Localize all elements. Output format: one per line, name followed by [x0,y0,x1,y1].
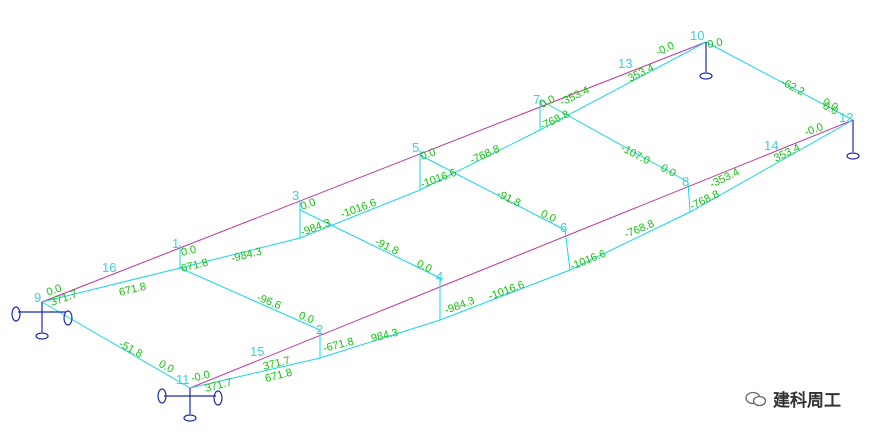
post-8 [687,181,691,213]
node-label-5: 5 [412,140,419,155]
value-label: 0.0 [180,244,198,259]
end-beam-10-12 [705,41,854,121]
value-label: -1016.6 [487,279,526,303]
node-label-13: 13 [618,56,632,71]
value-label: -768.8 [688,188,721,212]
value-label: -0.0 [190,369,211,385]
support-9-icon [11,302,73,340]
node-label-12: 12 [839,110,853,125]
value-label: -768.8 [468,143,501,167]
value-label: 671.8 [118,281,148,299]
node-label-9: 9 [34,290,41,305]
value-label: -1016.6 [419,167,458,191]
value-label: 0.0 [415,258,434,275]
node-label-11: 11 [176,372,190,387]
node-label-10: 10 [690,28,704,43]
node-label-15: 15 [250,344,264,359]
value-label: -51.8 [117,338,145,360]
value-label: -62.2 [779,76,807,98]
wechat-logo-icon [745,391,767,406]
watermark: 建科周工 [745,386,841,411]
frame-lines [41,41,854,389]
watermark-text: 建科周工 [773,391,841,411]
support-12-icon [846,120,860,160]
node-label-16: 16 [102,260,116,275]
node-label-2: 2 [316,322,323,337]
supports [11,42,860,422]
node-label-14: 14 [764,138,778,153]
value-label: 0.0 [157,358,176,376]
cross-3-4 [299,209,441,279]
cross-1-2 [179,267,321,331]
value-label: -984.3 [230,246,263,265]
node-labels: 1 2 3 4 5 6 7 8 9 10 11 12 13 14 15 16 [34,28,853,387]
value-label: -91.8 [373,236,401,258]
value-label: 0.0 [45,282,63,299]
chord-right [189,119,854,389]
top-chords [41,41,854,389]
value-label: 0.0 [539,208,558,225]
value-label: -1016.6 [569,248,608,273]
cross-5-6 [419,154,566,231]
node-label-7: 7 [533,92,540,107]
value-label: -984.3 [443,295,476,317]
value-label: 671.8 [180,257,210,275]
end-beam-9-11 [41,301,191,389]
node-label-6: 6 [560,220,567,235]
value-label: 0.0 [706,36,723,50]
value-label: 984.3 [370,327,400,345]
value-label: 0.0 [297,310,316,327]
value-label: -768.8 [538,108,571,132]
value-labels: 0.0 371.7 671.8 0.0 671.8 -984.3 0.0 -98… [45,36,840,394]
value-label: 0.0 [659,162,678,180]
node-label-8: 8 [682,174,689,189]
cross-7-8 [539,99,689,183]
value-label: -0.0 [654,40,676,59]
value-label: -353.4 [708,166,741,190]
node-label-3: 3 [292,188,299,203]
node-label-1: 1 [172,236,179,251]
value-label: -1016.6 [339,197,378,221]
value-label: -768.8 [623,218,656,241]
value-label: 0.0 [419,146,437,163]
support-10-icon [699,42,713,80]
value-label: -984.3 [299,217,332,239]
support-11-icon [157,388,223,422]
chord-left [41,41,707,303]
value-label: 0.0 [299,196,317,213]
value-label: -96.6 [255,292,283,313]
value-label: -0.0 [803,121,825,139]
value-label: -91.8 [495,188,523,210]
value-label: -107.0 [619,142,652,167]
node-label-4: 4 [436,269,443,284]
post-6 [564,229,571,271]
beam-right [189,119,854,389]
